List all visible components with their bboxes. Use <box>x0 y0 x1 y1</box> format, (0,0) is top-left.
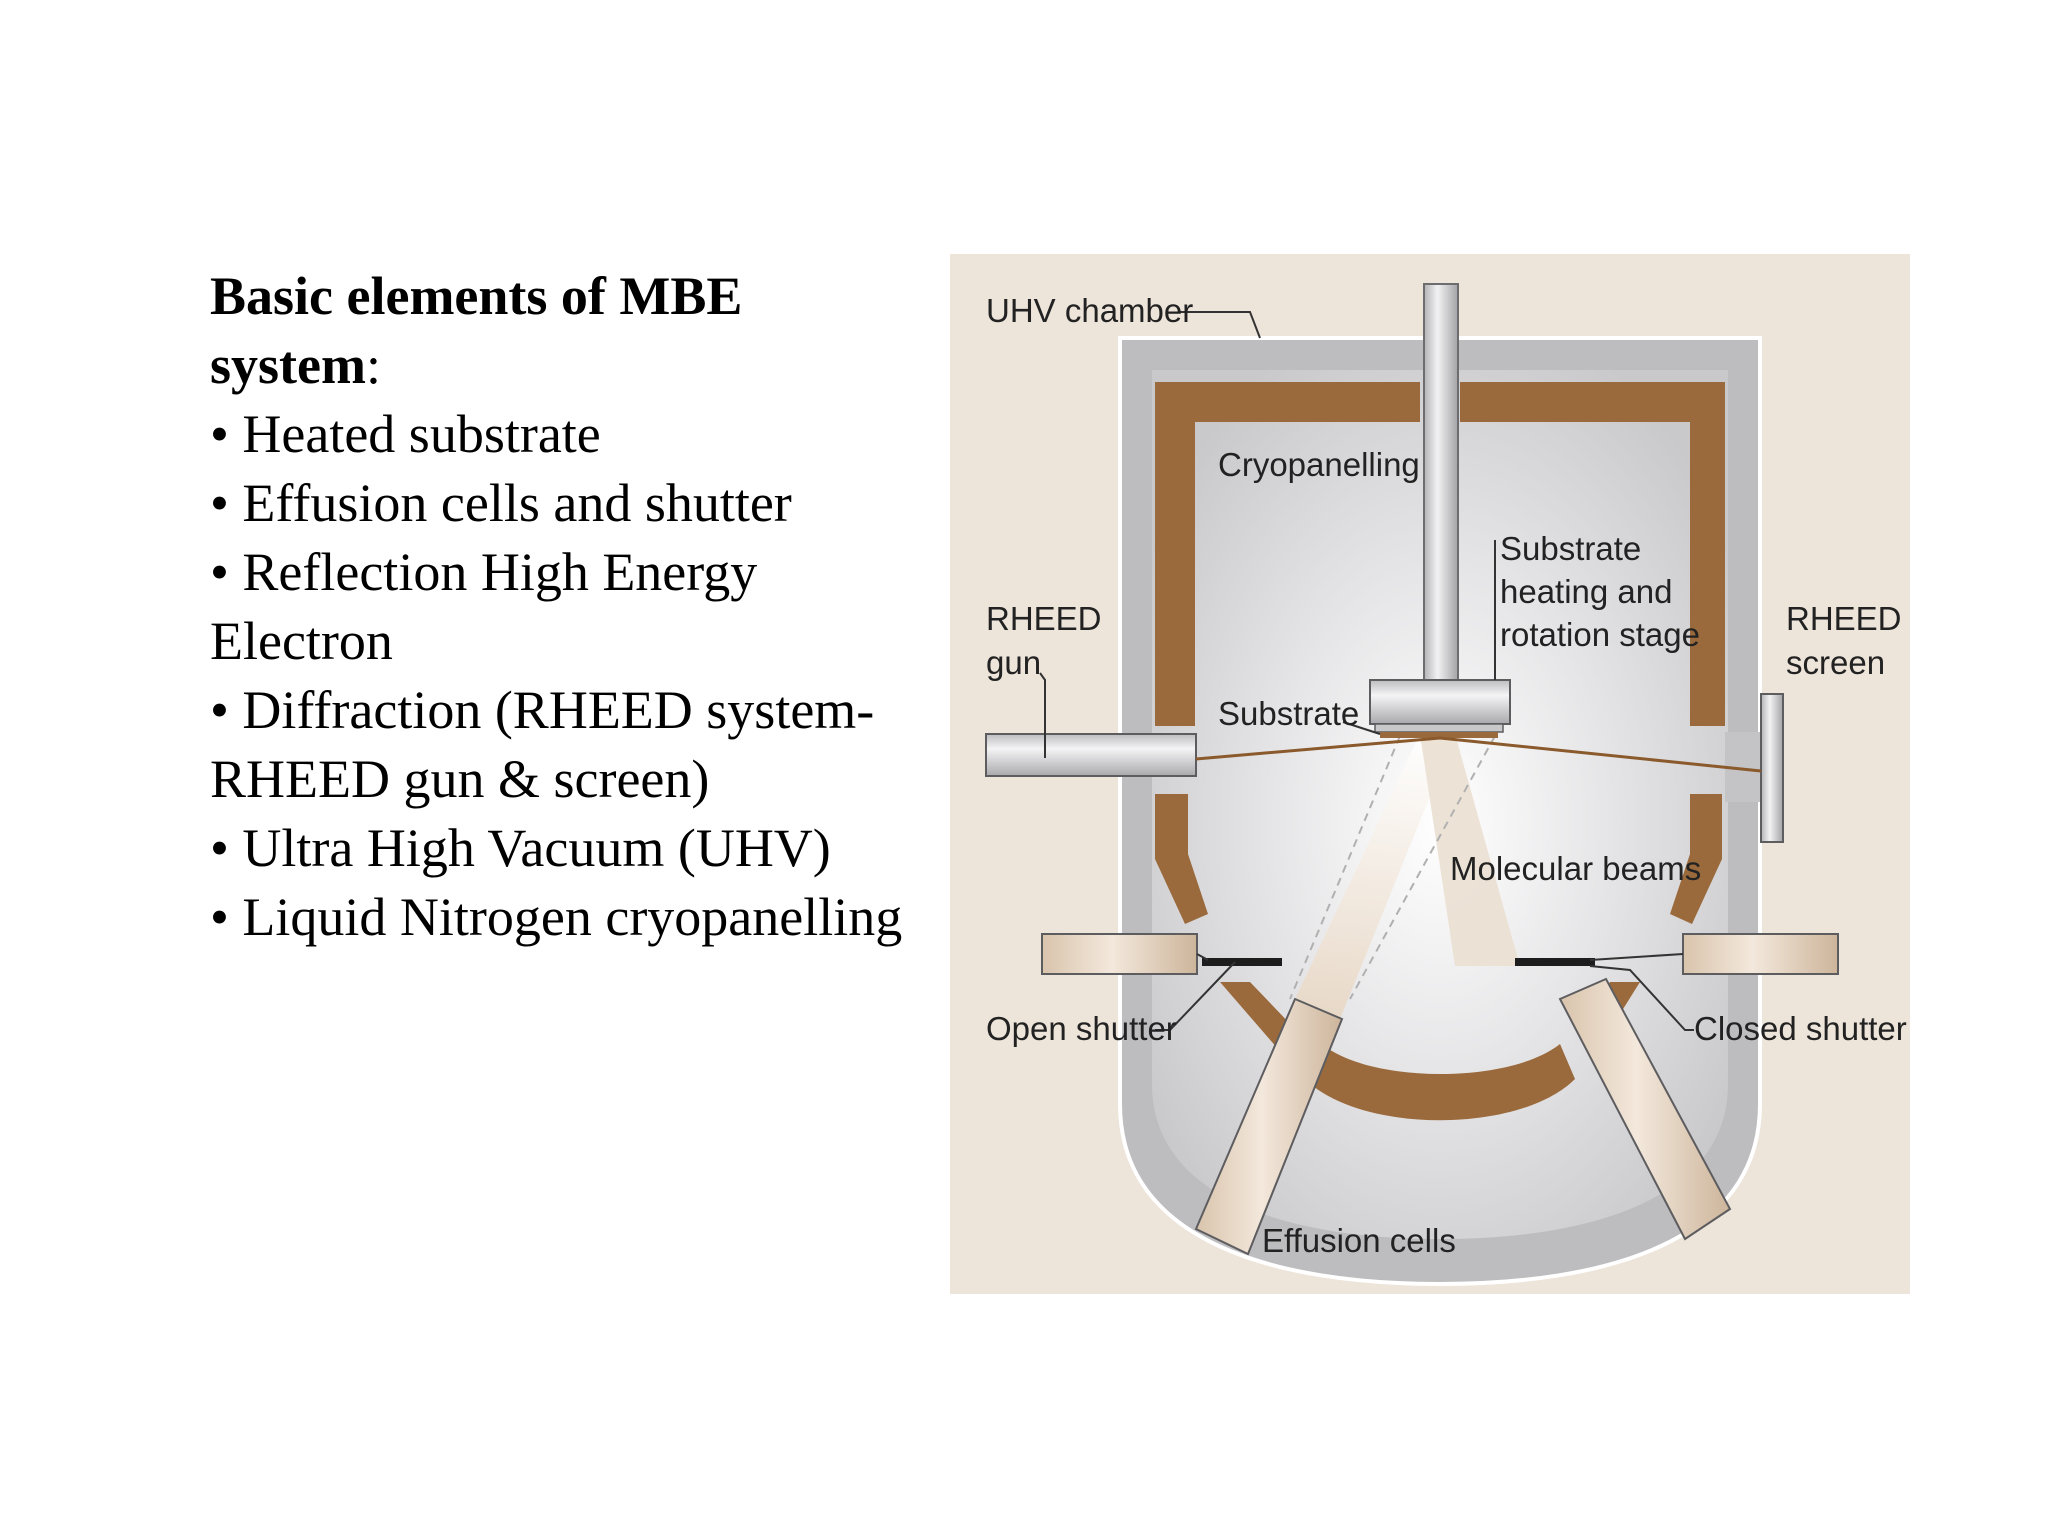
rheed-screen <box>1760 693 1784 843</box>
label-open-shutter: Open shutter <box>986 1010 1177 1047</box>
open-shutter-blade <box>1202 958 1282 966</box>
open-shutter-link <box>1196 953 1209 961</box>
cryopanel-bottom <box>1305 1044 1575 1121</box>
closed-shutter-blade <box>1515 958 1595 966</box>
cryopanel-side-left-lower <box>1220 982 1295 1049</box>
bullet-electron: Electron <box>210 611 393 671</box>
leader-closed-shutter <box>1589 965 1694 1031</box>
bullet-reflection-high-energy: • Reflection High Energy <box>210 542 758 602</box>
leader-substrate <box>1342 721 1381 735</box>
shutter-arm-left <box>1041 933 1198 975</box>
label-molecular-beams: Molecular beams <box>1450 850 1701 887</box>
leader-lines <box>1039 311 1694 1031</box>
leader-rheed-gun <box>1039 672 1046 758</box>
heading-colon: : <box>365 335 381 395</box>
substrate-holder <box>1374 723 1504 733</box>
bullet-effusion-cells: • Effusion cells and shutter <box>210 473 792 533</box>
rheed-electron-beam <box>1195 736 1762 773</box>
cryopanel-lower-right <box>1670 794 1722 924</box>
label-cryopanelling: Cryopanelling <box>1218 446 1420 483</box>
label-substrate-stage-2: heating and <box>1500 573 1673 610</box>
cryopanel-upper-right <box>1460 382 1725 726</box>
beam-edge-left <box>1289 735 1401 1000</box>
molecular-beam-right <box>1420 734 1520 966</box>
label-substrate-stage-3: rotation stage <box>1500 616 1700 653</box>
effusion-cell-right <box>1558 977 1732 1241</box>
leader-uhv-chamber <box>1178 311 1261 339</box>
substrate-wafer <box>1380 732 1498 738</box>
mbe-diagram: UHV chamber Cryopanelling Substrate heat… <box>950 254 1910 1294</box>
label-rheed-screen-1: RHEED <box>1786 600 1902 637</box>
bullet-diffraction: • Diffraction (RHEED system- <box>210 680 875 740</box>
molecular-beam-left <box>1295 734 1455 1019</box>
effusion-cell-left <box>1194 997 1344 1256</box>
label-effusion-cells: Effusion cells <box>1262 1222 1456 1259</box>
closed-shutter-link <box>1589 953 1684 961</box>
cryopanel-lower-left <box>1155 794 1208 924</box>
rheed-gun <box>985 733 1197 777</box>
bullet-liquid-nitrogen: • Liquid Nitrogen cryopanelling <box>210 887 903 947</box>
rotation-stage <box>1369 679 1511 725</box>
label-uhv-chamber: UHV chamber <box>986 292 1193 329</box>
label-rheed-gun-2: gun <box>986 644 1041 681</box>
manipulator-rod <box>1423 283 1459 683</box>
label-rheed-screen-2: screen <box>1786 644 1885 681</box>
label-rheed-gun-1: RHEED <box>986 600 1102 637</box>
bullet-heated-substrate: • Heated substrate <box>210 404 601 464</box>
heading-line-1: Basic elements of MBE <box>210 266 743 326</box>
label-substrate: Substrate <box>1218 695 1359 732</box>
heading: Basic elements of MBE system: <box>210 262 970 400</box>
label-substrate-stage-1: Substrate <box>1500 530 1641 567</box>
leader-open-shutter <box>1155 961 1236 1031</box>
shutter-arm-right <box>1682 933 1839 975</box>
label-closed-shutter: Closed shutter <box>1694 1010 1907 1047</box>
heading-line-2: system <box>210 335 366 395</box>
bullet-ultra-high-vacuum: • Ultra High Vacuum (UHV) <box>210 818 831 878</box>
cryopanel-upper-left <box>1155 382 1420 726</box>
bullet-rheed-gun-screen: RHEED gun & screen) <box>210 749 710 809</box>
text-block: Basic elements of MBE system: • Heated s… <box>210 262 970 952</box>
